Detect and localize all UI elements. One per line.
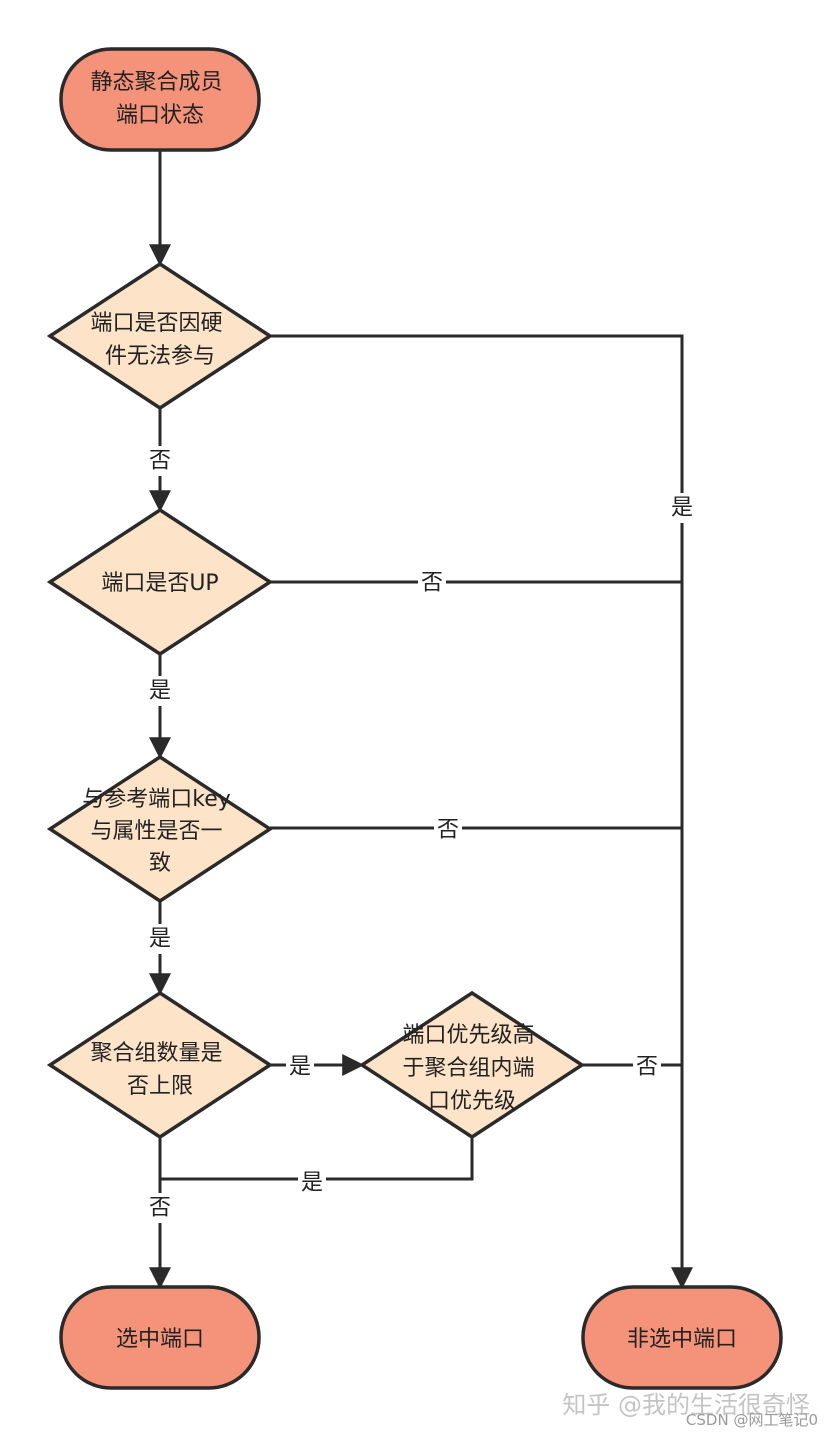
decision-limit-text: 聚合组数量是 否上限 bbox=[90, 1041, 229, 1099]
label-d5-no: 否 bbox=[636, 1055, 658, 1080]
label-d4-no: 否 bbox=[149, 1196, 171, 1221]
start-node: 静态聚合成员 端口状态 bbox=[59, 47, 261, 152]
decision-limit: 聚合组数量是 否上限 bbox=[46, 990, 274, 1140]
decision-priority: 端口优先级高 于聚合组内端 口优先级 bbox=[358, 990, 586, 1140]
decision-priority-text: 端口优先级高 于聚合组内端 口优先级 bbox=[402, 1023, 541, 1114]
label-d2-yes: 是 bbox=[149, 679, 171, 704]
selected-node: 选中端口 bbox=[59, 1285, 261, 1390]
selected-node-text: 选中端口 bbox=[116, 1327, 204, 1352]
label-d4-yes: 是 bbox=[289, 1055, 311, 1080]
edge-labels: 否 是 否 是 否 是 是 否 否 是 bbox=[146, 446, 696, 1223]
label-d1-no: 否 bbox=[149, 449, 171, 474]
decision-key: 与参考端口key 与属性是否一 致 bbox=[46, 754, 274, 904]
decision-hardware-text: 端口是否因硬 件无法参与 bbox=[90, 311, 229, 369]
label-d3-no: 否 bbox=[437, 818, 459, 843]
watermark-csdn: CSDN @网工笔记0 bbox=[685, 1411, 818, 1429]
unselected-node-text: 非选中端口 bbox=[627, 1327, 737, 1352]
label-d2-no: 否 bbox=[421, 571, 443, 596]
unselected-node: 非选中端口 bbox=[581, 1285, 783, 1390]
label-d3-yes: 是 bbox=[149, 927, 171, 952]
edge-d5-to-selected bbox=[160, 1137, 474, 1181]
start-node-text: 静态聚合成员 端口状态 bbox=[90, 70, 229, 128]
decision-up-text: 端口是否UP bbox=[101, 571, 218, 596]
label-d5-yes: 是 bbox=[301, 1171, 323, 1196]
watermark-zhihu: 知乎 @我的生活很奇怪 bbox=[562, 1391, 810, 1419]
decision-key-text: 与参考端口key 与属性是否一 致 bbox=[82, 787, 238, 876]
decision-up: 端口是否UP bbox=[46, 507, 274, 657]
decision-hardware: 端口是否因硬 件无法参与 bbox=[46, 261, 274, 411]
edge-d1-to-unselected bbox=[270, 334, 693, 1290]
label-d1-yes: 是 bbox=[671, 496, 693, 521]
nodes: 静态聚合成员 端口状态 端口是否因硬 件无法参与 端口是否UP 与参考端口key bbox=[46, 47, 783, 1390]
